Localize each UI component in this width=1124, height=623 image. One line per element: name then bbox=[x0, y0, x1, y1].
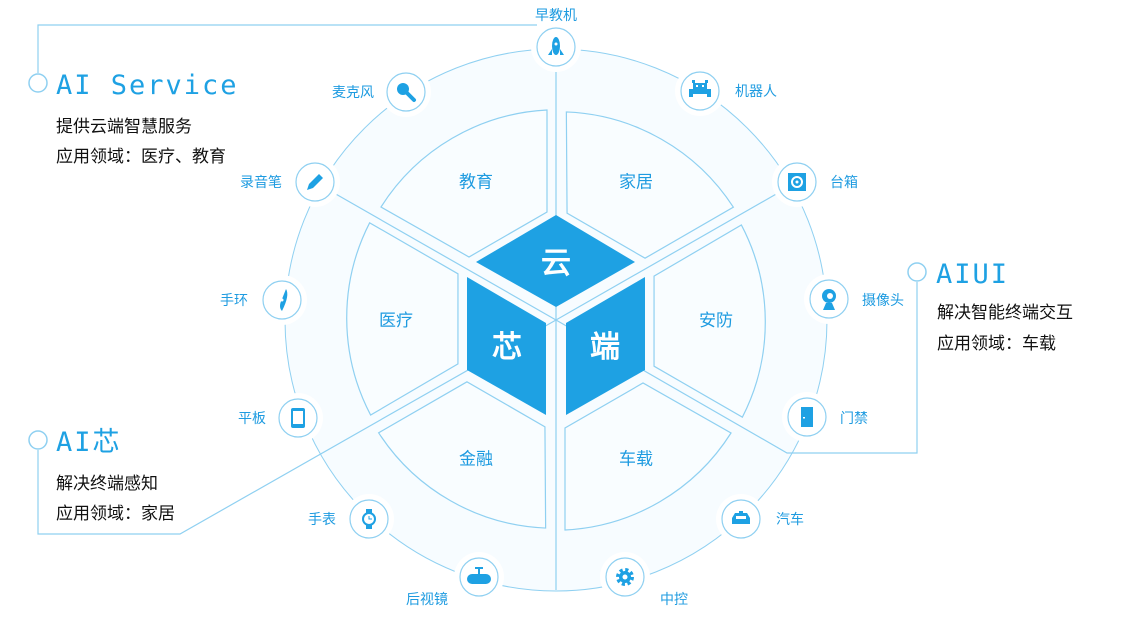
aiui-connector-line bbox=[555, 282, 918, 454]
cube-label-terminal: 端 bbox=[590, 330, 620, 365]
sector-label: 家居 bbox=[619, 172, 653, 192]
device-label: 手环 bbox=[220, 293, 248, 309]
sector-1: 家居 bbox=[565, 111, 735, 259]
callout-aiui: AIUI 解决智能终端交互 应用领域：车载 bbox=[907, 259, 1073, 354]
sector-shape bbox=[377, 381, 547, 529]
device-rearview-mirror[interactable]: 后视镜 bbox=[406, 552, 504, 608]
device-label: 麦克风 bbox=[332, 85, 374, 101]
callout-node bbox=[28, 430, 48, 450]
sector-label: 车载 bbox=[619, 450, 653, 470]
speaker-icon bbox=[788, 173, 806, 191]
device-pencil[interactable]: 录音笔 bbox=[240, 157, 340, 207]
callout-desc: 提供云端智慧服务 bbox=[56, 117, 192, 137]
robot-icon bbox=[689, 80, 711, 97]
device-label: 门禁 bbox=[840, 411, 868, 427]
microphone-icon bbox=[397, 83, 416, 102]
tablet-icon bbox=[291, 408, 305, 428]
sector-label: 教育 bbox=[459, 172, 493, 192]
device-microphone[interactable]: 麦克风 bbox=[332, 67, 431, 117]
sector-shape bbox=[653, 224, 766, 419]
callout-desc: 解决终端感知 bbox=[56, 474, 158, 494]
device-robot[interactable]: 机器人 bbox=[675, 66, 777, 116]
callout-desc: 解决智能终端交互 bbox=[937, 303, 1073, 323]
device-door[interactable]: 门禁 bbox=[782, 392, 868, 442]
callout-ai-service: AI Service 提供云端智慧服务 应用领域：医疗、教育 bbox=[28, 70, 239, 167]
callout-ai-chip: AI芯 解决终端感知 应用领域：家居 bbox=[28, 427, 175, 524]
webcam-icon bbox=[822, 289, 836, 310]
device-tablet[interactable]: 平板 bbox=[238, 393, 323, 443]
callout-title: AI芯 bbox=[56, 427, 122, 458]
sector-label: 医疗 bbox=[379, 311, 413, 331]
device-label: 汽车 bbox=[776, 511, 804, 528]
sector-label: 金融 bbox=[459, 450, 493, 470]
cube-face-chip bbox=[467, 277, 546, 415]
device-label: 录音笔 bbox=[240, 174, 282, 191]
device-wristband[interactable]: 手环 bbox=[220, 275, 307, 325]
callout-title: AIUI bbox=[936, 259, 1009, 290]
device-webcam[interactable]: 摄像头 bbox=[804, 274, 904, 324]
rocket-icon bbox=[548, 37, 564, 55]
gear-icon bbox=[616, 568, 634, 586]
callout-node bbox=[28, 73, 48, 93]
sector-shape bbox=[346, 221, 459, 416]
device-label: 平板 bbox=[238, 411, 266, 427]
divider-lines bbox=[37, 24, 918, 590]
cube-face-terminal bbox=[566, 277, 645, 415]
car-icon bbox=[732, 511, 750, 524]
sector-shape bbox=[380, 109, 548, 258]
watch-icon bbox=[362, 509, 376, 529]
device-label: 摄像头 bbox=[862, 293, 904, 309]
device-speaker[interactable]: 台箱 bbox=[772, 157, 858, 207]
callout-domain: 应用领域：医疗、教育 bbox=[56, 147, 226, 167]
door-icon bbox=[801, 407, 813, 427]
callout-title: AI Service bbox=[56, 70, 239, 101]
cube-label-cloud: 云 bbox=[541, 246, 571, 281]
sector-4: 金融 bbox=[377, 381, 547, 529]
sector-shape bbox=[564, 382, 732, 531]
device-label: 机器人 bbox=[735, 84, 777, 100]
ai-chip-connector-line bbox=[37, 319, 557, 535]
sector-3: 车载 bbox=[564, 382, 732, 531]
device-label: 后视镜 bbox=[406, 592, 448, 608]
callout-domain: 应用领域：家居 bbox=[56, 504, 175, 524]
pencil-icon bbox=[307, 174, 323, 190]
device-label: 台箱 bbox=[830, 175, 858, 191]
divider-upper-right bbox=[555, 192, 779, 321]
callout-domain: 应用领域：车载 bbox=[937, 334, 1056, 354]
divider-upper-left bbox=[333, 192, 557, 321]
sector-0: 教育 bbox=[380, 109, 548, 258]
device-label: 早教机 bbox=[535, 8, 577, 24]
callout-node bbox=[907, 262, 927, 282]
device-label: 手表 bbox=[308, 512, 336, 528]
device-gear[interactable]: 中控 bbox=[600, 552, 688, 608]
sector-2: 安防 bbox=[653, 224, 766, 419]
center-cube: 云 芯 端 bbox=[467, 215, 645, 415]
ai-service-connector-line bbox=[37, 24, 537, 73]
wristband-icon bbox=[280, 289, 288, 311]
device-watch[interactable]: 手表 bbox=[308, 494, 394, 544]
device-rocket[interactable]: 早教机 bbox=[531, 8, 581, 72]
sector-label: 安防 bbox=[699, 311, 733, 331]
cube-face-cloud bbox=[476, 215, 635, 307]
device-car[interactable]: 汽车 bbox=[716, 494, 804, 544]
sector-5: 医疗 bbox=[346, 221, 459, 416]
sector-shape bbox=[565, 111, 735, 259]
device-label: 中控 bbox=[660, 592, 688, 608]
rearview-mirror-icon bbox=[467, 567, 491, 584]
cube-label-chip: 芯 bbox=[492, 330, 522, 365]
